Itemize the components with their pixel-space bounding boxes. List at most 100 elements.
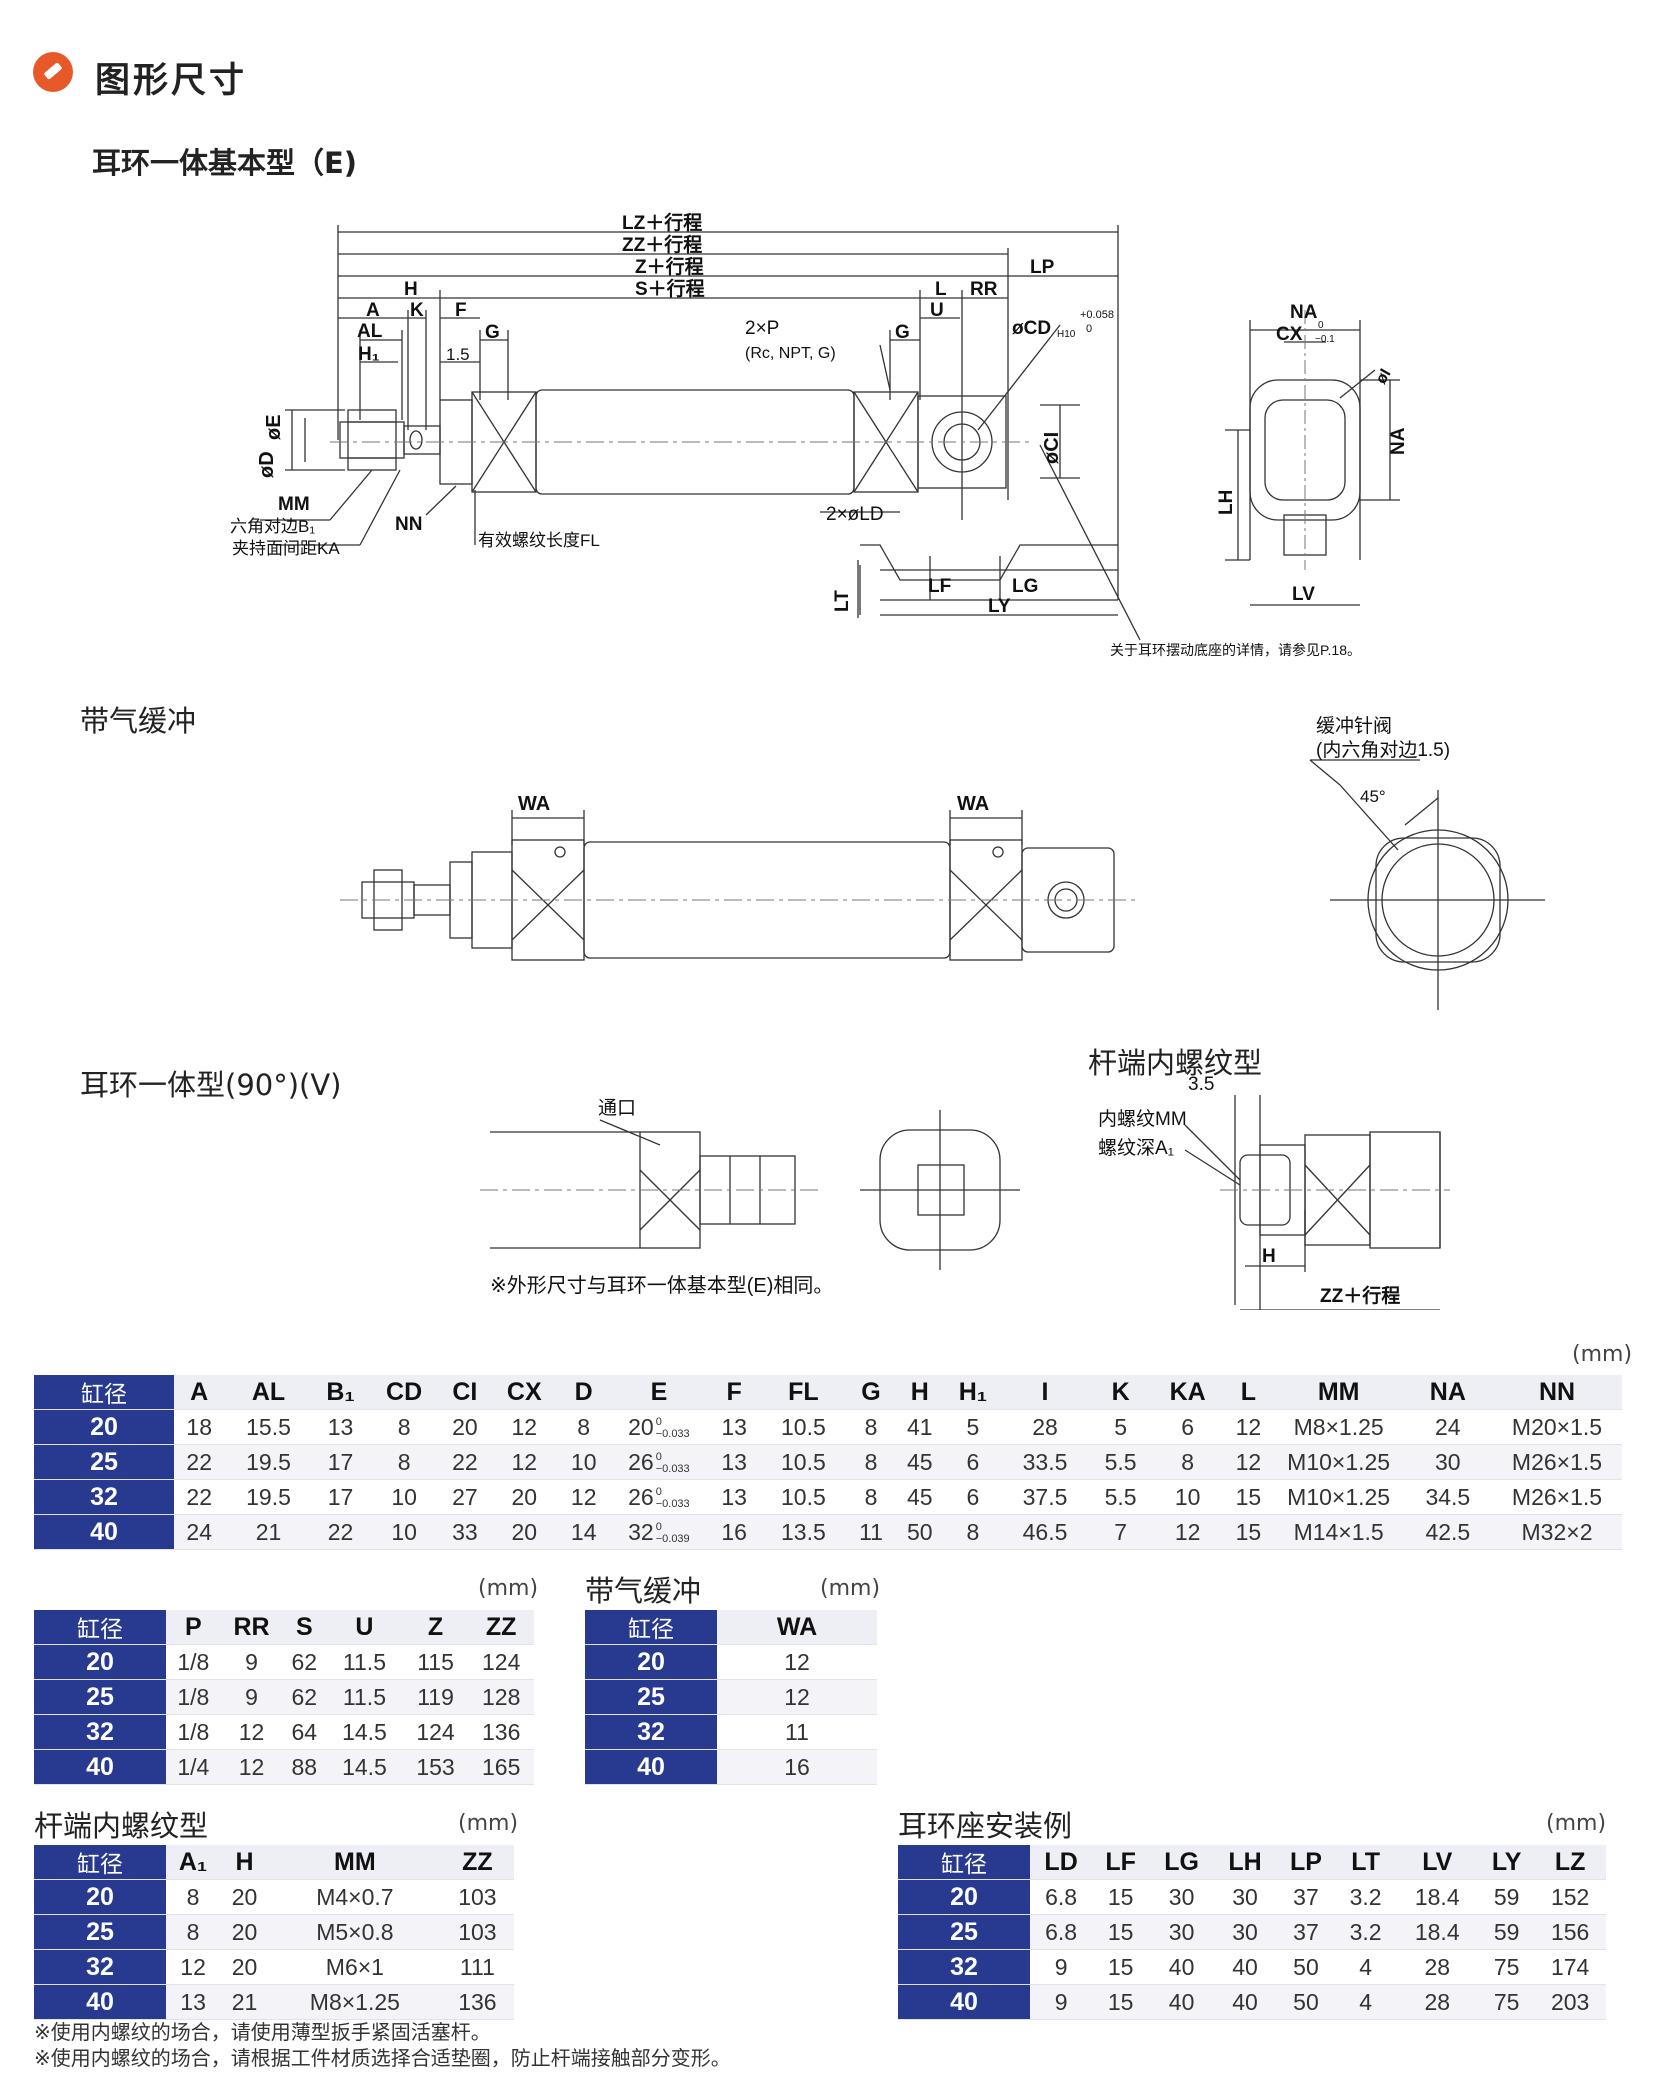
e-value: 20	[628, 1413, 654, 1440]
label-mm: MM	[278, 494, 310, 515]
table5-header: LY	[1479, 1845, 1535, 1880]
dim-d: øD	[256, 451, 278, 478]
table-cell: 6.8	[1030, 1879, 1093, 1915]
table-cell: 42.5	[1403, 1514, 1492, 1550]
table2-header: Z	[402, 1610, 469, 1645]
table-cell: 62	[282, 1644, 327, 1680]
label-port-v: 通口	[598, 1097, 636, 1119]
table-cell: 64	[282, 1714, 327, 1750]
table3-header: WA	[717, 1610, 877, 1645]
table-cell: 12	[220, 1749, 283, 1785]
table-cell: 119	[402, 1679, 469, 1715]
diagram-v-type: 通口 ※外形尺寸与耳环一体基本型(E)相同。 3.5 内螺纹MM 螺纹深A₁ H…	[480, 1074, 1450, 1310]
table-cell: 124	[402, 1714, 469, 1750]
unit-table1: (mm)	[1572, 1342, 1633, 1367]
table1-header: E	[608, 1375, 709, 1410]
table-cell: 11.5	[326, 1644, 403, 1680]
table-main-dimensions: 缸径 A AL B₁ CD CI CX D E F FL G H H₁ I K …	[34, 1375, 1622, 1550]
table5-header: LV	[1395, 1845, 1479, 1880]
dim-na-top: NA	[1290, 302, 1318, 323]
table-cell: 12	[1223, 1444, 1274, 1480]
dim-e: øE	[263, 414, 285, 440]
note-v-type: ※外形尺寸与耳环一体基本型(E)相同。	[490, 1274, 833, 1297]
table-cell: 30	[1149, 1914, 1214, 1950]
dim-lt: LT	[832, 590, 853, 612]
bore-size-cell: 25	[898, 1914, 1030, 1950]
table-cell: M26×1.5	[1492, 1444, 1622, 1480]
table-cell: 1/8	[166, 1679, 221, 1715]
table-cell: 22	[174, 1479, 225, 1515]
e-tol-lower: −0.033	[655, 1463, 690, 1476]
table-cell: 11.5	[326, 1679, 403, 1715]
dim-h: H	[404, 279, 418, 300]
bore-size-cell: 20	[34, 1644, 166, 1680]
table-cell: 12	[490, 1444, 559, 1480]
dim-g-right: G	[895, 322, 910, 343]
table-cell: M10×1.25	[1273, 1444, 1404, 1480]
table-cell: 15	[1092, 1879, 1150, 1915]
e-tol-upper: 0	[655, 1486, 662, 1499]
dim-s: S＋行程	[635, 277, 705, 300]
table1-header: D	[558, 1375, 609, 1410]
e-tol-lower: −0.033	[655, 1498, 690, 1511]
table5-header: LT	[1335, 1845, 1396, 1880]
table-cell: M8×1.25	[1273, 1409, 1404, 1445]
table-cell: 27	[439, 1479, 491, 1515]
bore-size-cell: 20	[898, 1879, 1030, 1915]
label-ka: 夹持面间距KA	[232, 539, 340, 558]
table-cell: 40	[1213, 1949, 1277, 1985]
table-cell: 103	[440, 1879, 514, 1915]
table-cell: 128	[468, 1679, 534, 1715]
table-cell: 30	[1149, 1879, 1214, 1915]
table1-header: I	[1000, 1375, 1090, 1410]
table-cell: 20	[220, 1949, 269, 1985]
table1-header: B₁	[312, 1375, 369, 1410]
table-cell: 9	[220, 1679, 283, 1715]
table-cell: 12	[490, 1409, 559, 1445]
table-cell: 50	[1276, 1949, 1336, 1985]
label-port-type: (Rc, NPT, G)	[745, 345, 836, 362]
table-cell: 174	[1534, 1949, 1606, 1985]
dim-lf: LF	[928, 576, 951, 597]
section-title-cushion: 带气缓冲	[80, 704, 197, 738]
table1-header: 缸径	[34, 1375, 174, 1410]
table-cell: 16	[708, 1514, 760, 1550]
table5-header: LP	[1276, 1845, 1336, 1880]
e-value: 32	[628, 1518, 654, 1545]
table-cell: 45	[894, 1479, 945, 1515]
table1-header: AL	[224, 1375, 313, 1410]
label-b1: 六角对边B₁	[230, 517, 315, 536]
e-value: 26	[628, 1448, 654, 1475]
label-port: 2×P	[745, 318, 779, 339]
table5-header: LD	[1030, 1845, 1093, 1880]
table5-title: 耳环座安装例	[898, 1809, 1073, 1843]
table-cell: 6.8	[1030, 1914, 1093, 1950]
bore-size-cell: 40	[898, 1984, 1030, 2020]
table-cell: 8	[944, 1514, 1001, 1550]
e-tol-upper: 0	[655, 1416, 662, 1429]
table-cell: 22	[312, 1514, 369, 1550]
table-cell: 16	[717, 1749, 877, 1785]
e-value: 26	[628, 1483, 654, 1510]
table-cell: 24	[174, 1514, 225, 1550]
table-cell: 9	[1030, 1984, 1093, 2020]
table-cell: 40	[1213, 1984, 1277, 2020]
table-cell: 8	[368, 1444, 440, 1480]
dim-f: F	[455, 300, 467, 321]
table-cell: 12	[220, 1714, 283, 1750]
dim-lv: LV	[1292, 584, 1315, 605]
table-cell: 30	[1213, 1879, 1277, 1915]
table-cell: 21	[224, 1514, 313, 1550]
dim-cd-tol-low: 0	[1086, 323, 1092, 335]
label-nn: NN	[395, 514, 422, 535]
table5-header: 缸径	[898, 1845, 1030, 1880]
table-cell: 59	[1479, 1914, 1535, 1950]
